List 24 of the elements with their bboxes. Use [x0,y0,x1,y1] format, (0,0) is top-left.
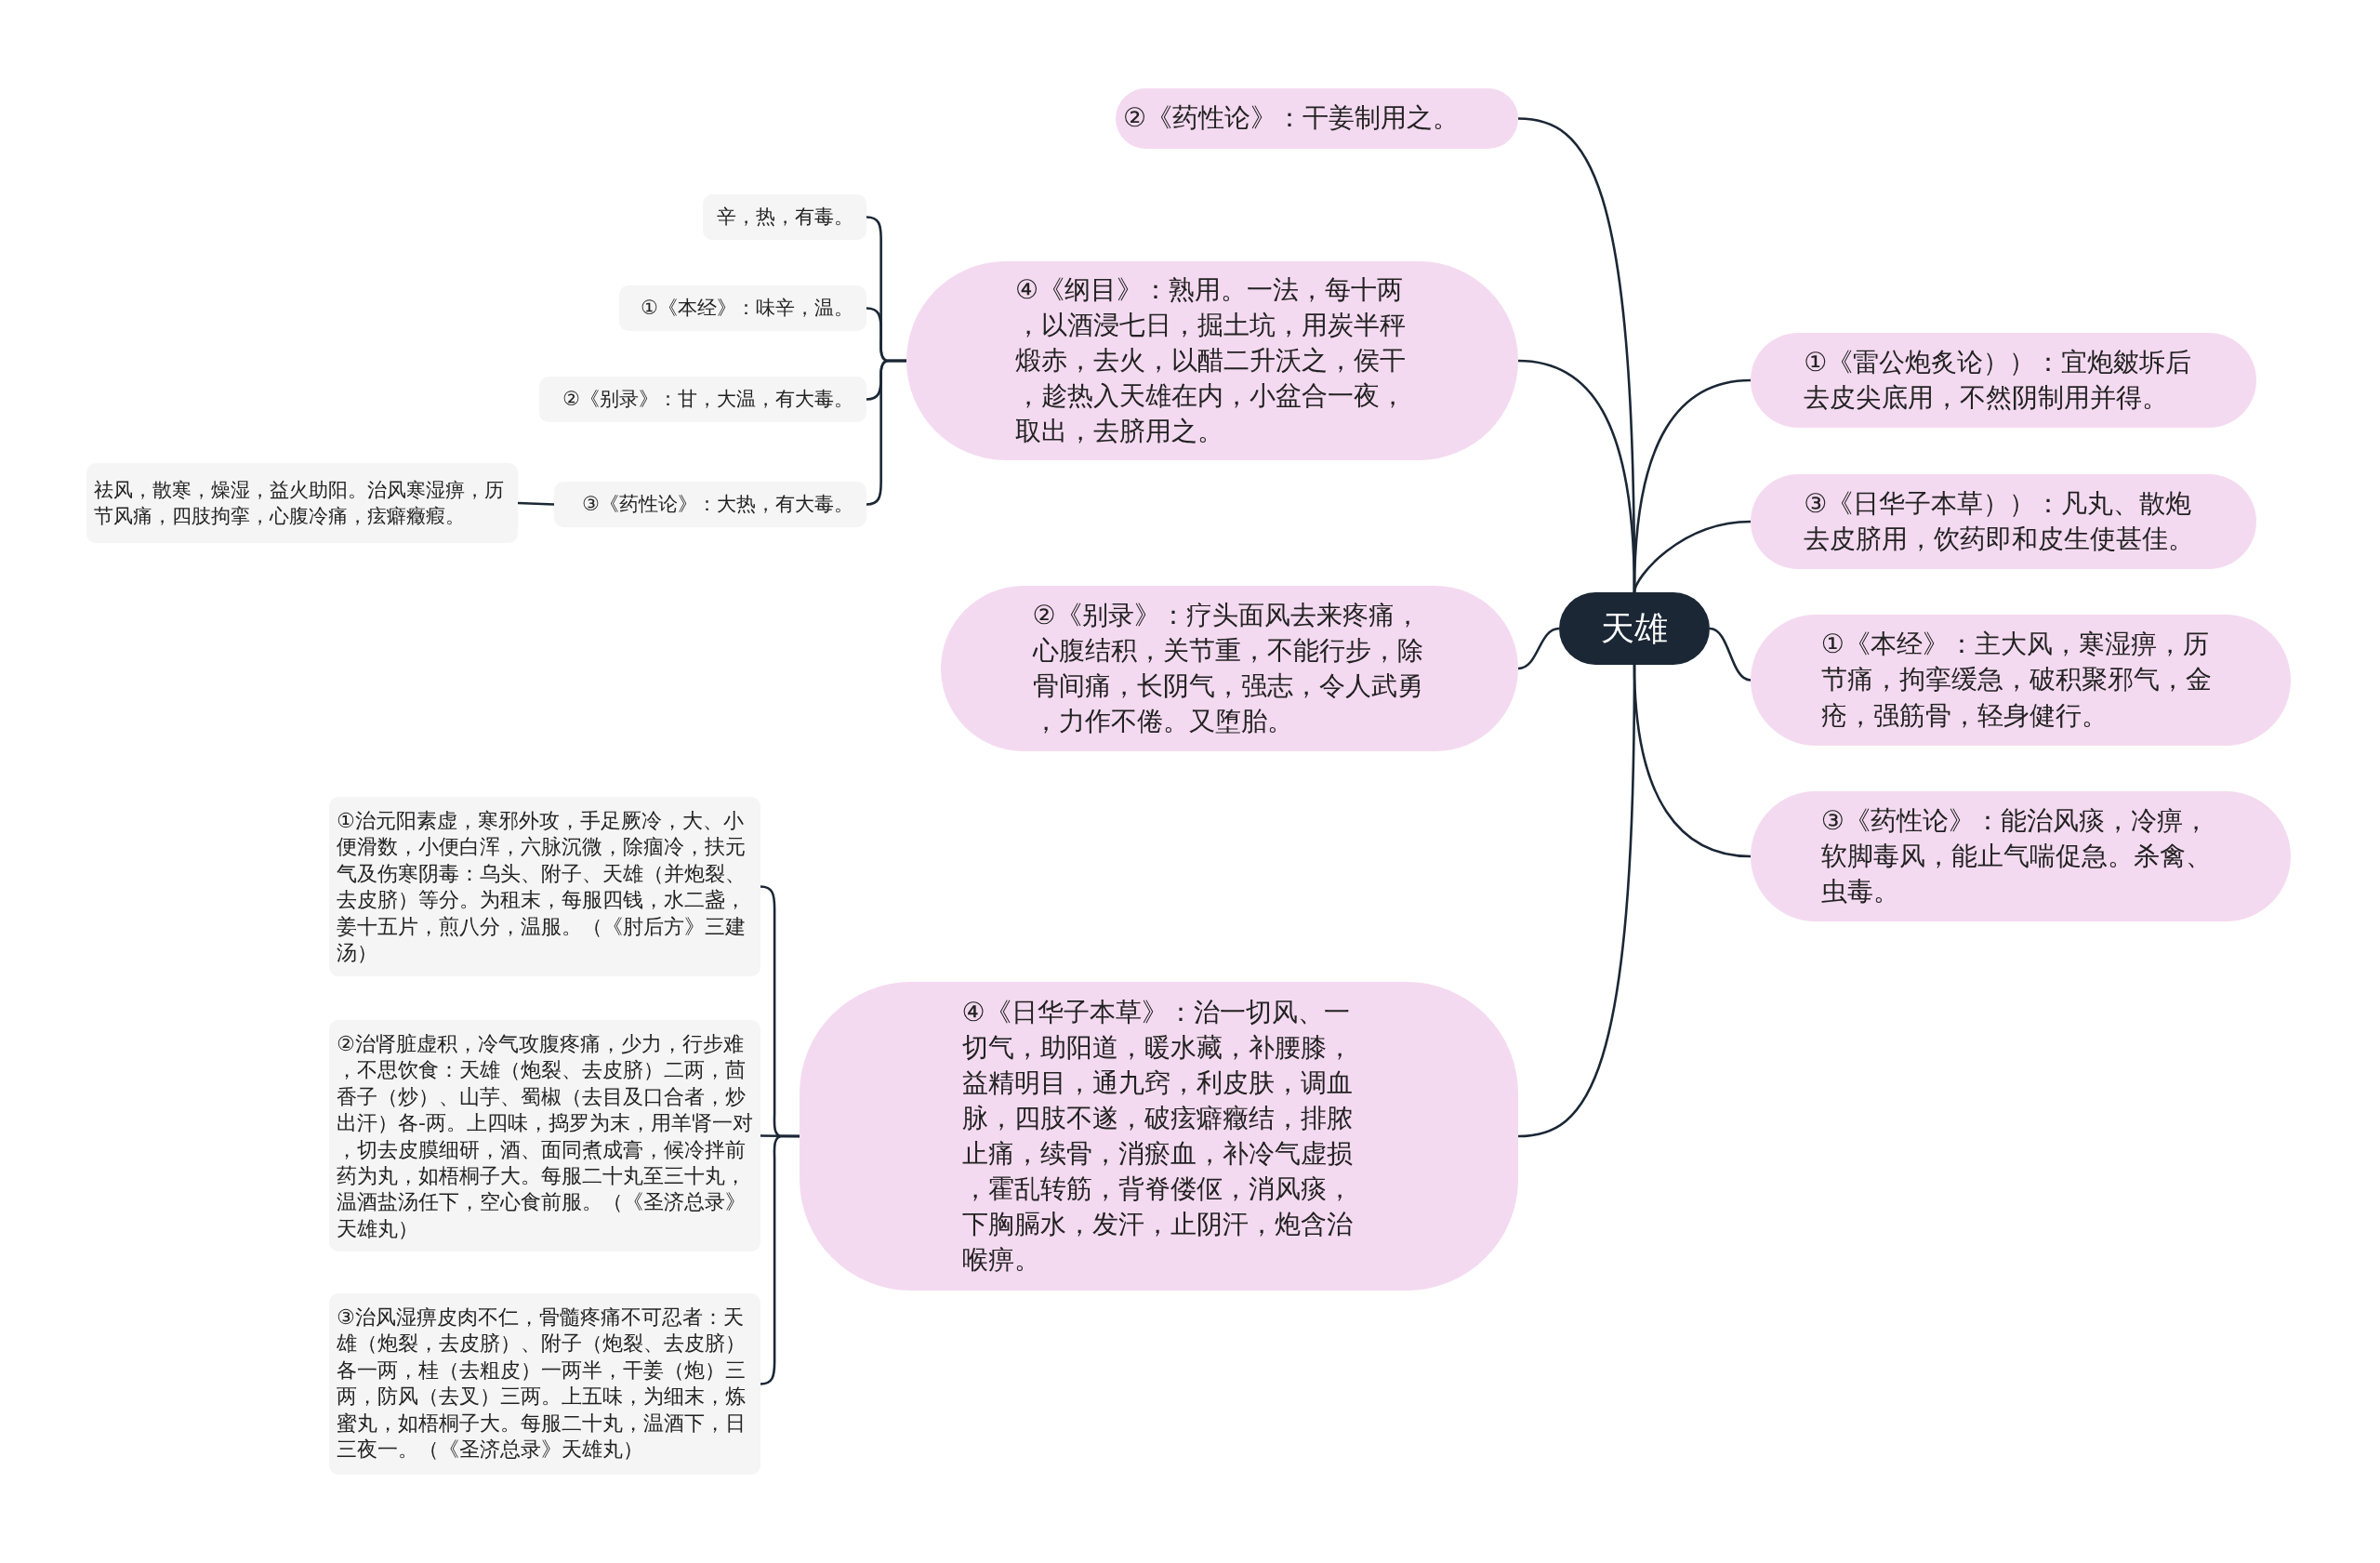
note-box: 祛风，散寒，燥湿，益火助阳。治风寒湿痹，历节风痛，四肢拘挛，心腹冷痛，痃癖癥瘕。 [86,463,518,543]
topic-box: ②《药性论》：干姜制用之。 [1116,88,1518,149]
topic-box: ②《别录》：疗头面风去来疼痛，心腹结积，关节重，不能行步，除骨间痛，长阴气，强志，令人武勇，力作不倦。又堕胎。 [941,586,1518,751]
connector [760,1134,800,1385]
connector [1633,664,1752,858]
connector [1709,627,1752,682]
note-box: ①治元阳素虚，寒邪外攻，手足厥冷，大、小便滑数，小便白浑，六脉沉微，除痼冷，扶元气及伤寒阴毒：乌头、附子、天雄（并炮裂、去皮脐）等分。为租末，每服四钱，水二盏，姜十五片，煎八分，温服。（《肘后方》三建汤） [329,797,760,976]
connector [866,359,906,506]
note-box: ①《本经》：味辛，温。 [619,285,866,331]
central-topic: 天雄 [1559,592,1710,665]
topic-box: ④《日华子本草》：治一切风、一切气，助阳道，暖水藏，补腰膝，益精明目，通九窍，利皮肤，调血脉，四肢不遂，破痃癖癥结，排脓止痛，续骨，消瘀血，补冷气虚损，霍乱转筋，背脊偻伛，消风痰，下胸膈水，发汗，止阴汗，炮含治喉痹。 [800,982,1518,1291]
topic-box: ③《日华子本草））：凡丸、散炮去皮脐用，饮药即和皮生使甚佳。 [1751,474,2256,569]
note-box: ②治肾脏虚积，冷气攻腹疼痛，少力，行步难，不思饮食：天雄（炮裂、去皮脐）二两，茴香子（炒）、山芋、蜀椒（去目及口合者，炒出汗）各-两。上四味，捣罗为末，用羊肾一对，切去皮膜细研，酒、面同煮成膏，候冷拌前药为丸，如梧桐子大。每服二十丸至三十丸，温酒盐汤任下，空心食前服。（《圣济总录》天雄丸） [329,1020,760,1252]
connector [1633,520,1752,593]
topic-box: ③《药性论》：能治风痰，冷痹，软脚毒风，能止气喘促急。杀禽、虫毒。 [1751,791,2291,921]
topic-box: ④《纲目》：熟用。一法，每十两，以酒浸七日，掘土坑，用炭半秤煅赤，去火，以醋二升沃之，侯干，趁热入天雄在内，小盆合一夜，取出，去脐用之。 [906,261,1518,460]
connector [1517,627,1560,670]
connector [517,501,555,506]
note-box: ③治风湿痹皮肉不仁，骨髓疼痛不可忍者：天雄（炮裂，去皮脐）、附子（炮裂、去皮脐）各一两，桂（去粗皮）一两半，干姜（炮）三两，防风（去叉）三两。上五味，为细末，炼蜜丸，如梧桐子大。每服二十丸，温酒下，日三夜一。（《圣济总录》天雄丸） [329,1293,760,1475]
note-box: ③《药性论》：大热，有大毒。 [554,482,866,527]
topic-box: ①《雷公炮炙论））：宜炮皴坼后去皮尖底用，不然阴制用并得。 [1751,333,2256,428]
topic-box: ①《本经》：主大风，寒湿痹，历节痛，拘挛缓急，破积聚邪气，金疮，强筋骨，轻身健行。 [1751,615,2291,746]
note-box: ②《别录》：甘，大温，有大毒。 [539,377,866,422]
note-box: 辛，热，有毒。 [703,194,866,240]
